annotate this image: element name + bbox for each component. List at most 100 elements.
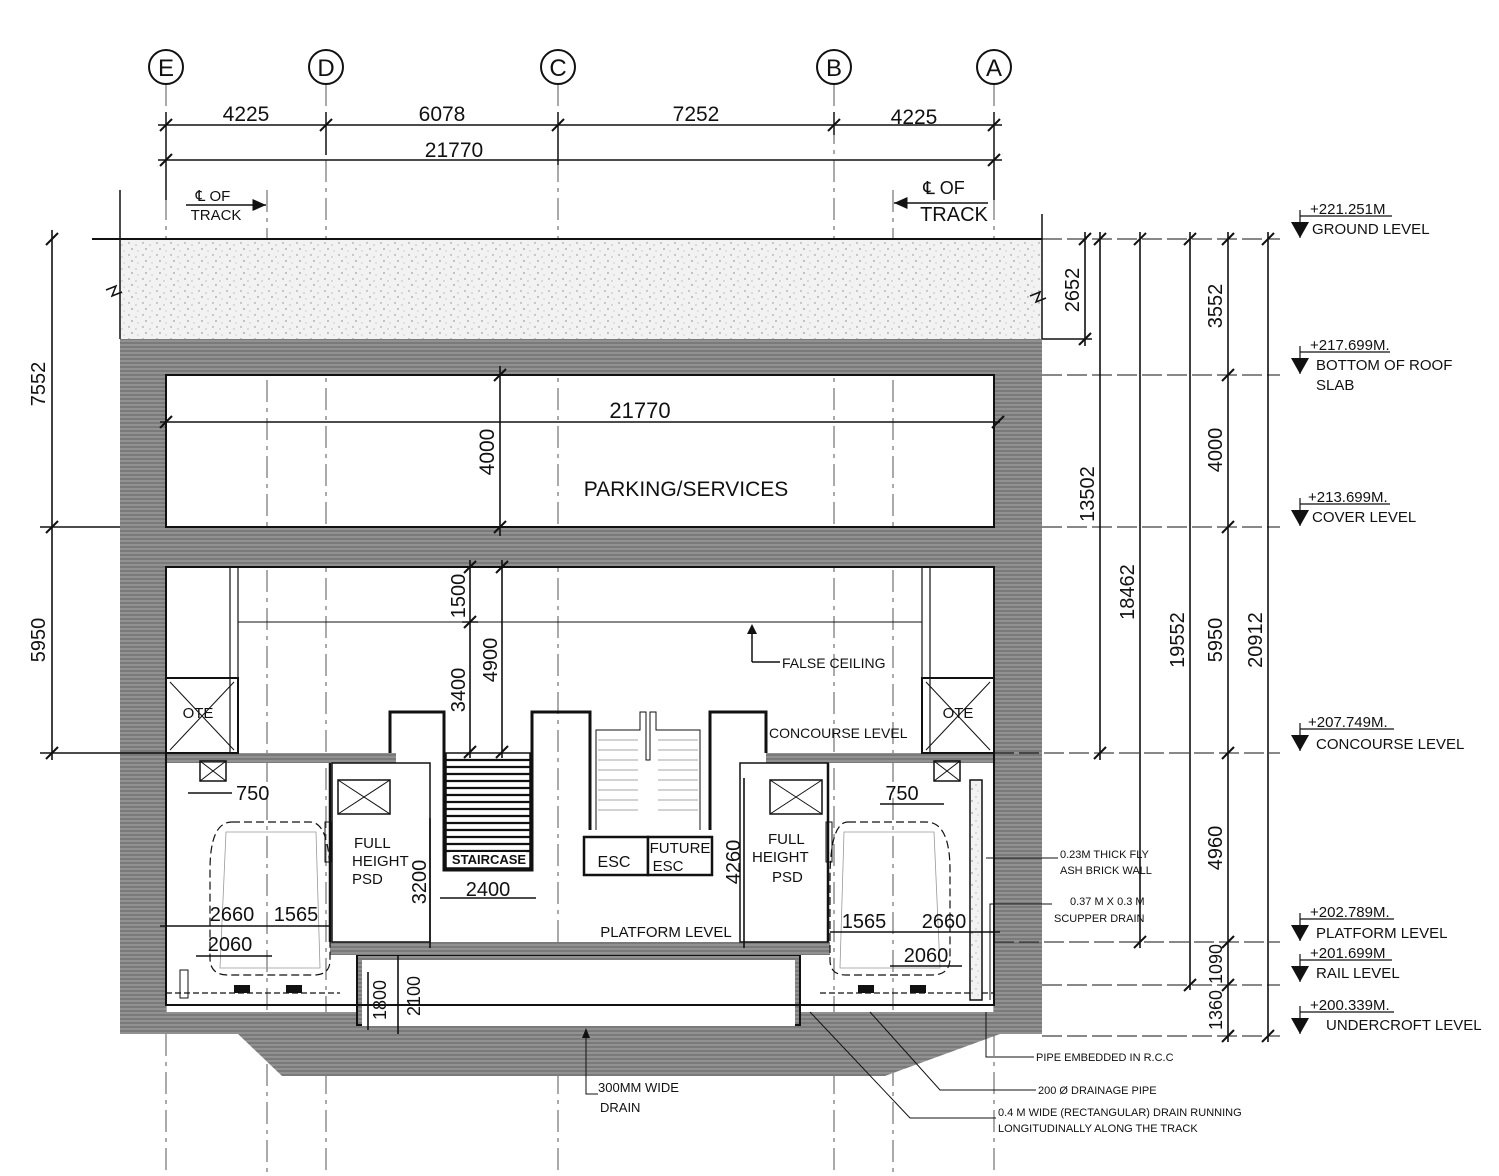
dim-750-right: 750 (885, 783, 918, 805)
future-escalator-box (646, 835, 714, 877)
left-dimension-chain: 7552 5950 (28, 230, 166, 760)
dim-2100: 2100 (404, 976, 424, 1016)
track-centre-left: ℄ OF TRACK (186, 188, 266, 224)
dim-bay-d-c: 6078 (419, 103, 466, 126)
dim-bay-e-d: 4225 (223, 103, 270, 126)
dim-13502: 13502 (1077, 466, 1099, 522)
svg-text:+207.749M.: +207.749M. (1308, 714, 1388, 731)
dim-2400: 2400 (466, 879, 511, 901)
level-platform: +202.789M. PLATFORM LEVEL (1291, 904, 1447, 942)
svg-text:UNDERCROFT LEVEL: UNDERCROFT LEVEL (1326, 1017, 1482, 1034)
note-drainage-pipe: 200 Ø DRAINAGE PIPE (869, 1011, 1157, 1097)
grid-label-d: D (317, 55, 334, 82)
svg-text:TRACK: TRACK (191, 207, 242, 224)
train-left (166, 821, 340, 999)
grid-label-e: E (158, 55, 174, 82)
platform-dims-left: 750 2660 1565 2060 FULL HEIGHT PSD 3200 … (160, 783, 536, 957)
dim-3400: 3400 (448, 668, 470, 713)
svg-text:DRAIN: DRAIN (600, 1100, 640, 1115)
level-concourse: +207.749M. CONCOURSE LEVEL (1291, 714, 1464, 753)
grid-label-b: B (826, 55, 842, 82)
note-scupper-drain: 0.37 M X 0.3 M SCUPPER DRAIN (989, 896, 1145, 1000)
svg-text:+221.251M: +221.251M (1310, 201, 1385, 218)
dim-4900: 4900 (480, 638, 502, 683)
svg-text:PSD: PSD (772, 869, 803, 886)
svg-text:0.23M THICK FLY: 0.23M THICK FLY (1060, 849, 1150, 861)
svg-text:℄ OF: ℄ OF (195, 188, 231, 205)
dim-4960: 4960 (1205, 826, 1227, 871)
staircase: STAIRCASE (445, 752, 531, 869)
escalators: ESC FUTURE ESC (582, 711, 714, 877)
future-esc-label-2: ESC (653, 858, 684, 875)
dim-roof-height: 4000 (476, 429, 499, 476)
dim-overall-width: 21770 (425, 139, 483, 162)
dim-18462: 18462 (1117, 564, 1139, 620)
parking-services-label: PARKING/SERVICES (584, 478, 789, 501)
svg-text:PLATFORM LEVEL: PLATFORM LEVEL (1316, 925, 1447, 942)
false-ceiling-label: FALSE CEILING (782, 655, 885, 671)
train-right (820, 779, 994, 1001)
dim-1090: 1090 (1206, 944, 1226, 984)
level-roof-slab: +217.699M. BOTTOM OF ROOF SLAB (1291, 337, 1452, 394)
svg-text:+217.699M.: +217.699M. (1310, 337, 1390, 354)
svg-text:+200.339M.: +200.339M. (1310, 997, 1390, 1014)
psd-label-right: FULL HEIGHT PSD (752, 831, 809, 886)
dim-3200: 3200 (409, 860, 431, 905)
dim-750-left: 750 (236, 783, 269, 805)
svg-text:SLAB: SLAB (1316, 377, 1354, 394)
dim-2060-right: 2060 (904, 945, 949, 967)
platform-level-label: PLATFORM LEVEL (600, 924, 731, 941)
level-undercroft: +200.339M. UNDERCROFT LEVEL (1291, 997, 1482, 1034)
svg-text:ASH BRICK WALL: ASH BRICK WALL (1060, 865, 1152, 877)
dim-1565-right: 1565 (842, 911, 887, 933)
dim-1360: 1360 (1206, 990, 1226, 1030)
grid-bubbles: E D C B A (148, 49, 1012, 85)
undercroft-dims: 1800 2100 (367, 955, 424, 1034)
soil-backfill (92, 190, 1047, 339)
dim-2060-left: 2060 (208, 934, 253, 956)
future-esc-label-1: FUTURE (650, 840, 711, 857)
grid-label-a: A (986, 55, 1002, 82)
svg-text:+213.699M.: +213.699M. (1308, 489, 1388, 506)
svg-text:CONCOURSE LEVEL: CONCOURSE LEVEL (1316, 736, 1464, 753)
dim-roof-span: 21770 (609, 398, 670, 423)
roof-level-dims: 21770 4000 PARKING/SERVICES (159, 366, 1005, 536)
dim-2652: 2652 (1062, 268, 1084, 313)
dim-3552: 3552 (1205, 284, 1227, 329)
dim-20912: 20912 (1245, 612, 1267, 668)
platform-dims-right: 4260 FULL HEIGHT PSD 750 1565 2660 2060 … (600, 778, 1000, 967)
svg-text:COVER LEVEL: COVER LEVEL (1312, 509, 1416, 526)
dim-4260: 4260 (723, 840, 745, 885)
dim-5950-right: 5950 (1205, 618, 1227, 663)
dim-1500: 1500 (448, 574, 470, 619)
rcc-box-structure (120, 339, 1042, 1076)
svg-text:FULL: FULL (768, 831, 805, 848)
note-300mm-drain: 300MM WIDE DRAIN (582, 1028, 679, 1115)
svg-text:300MM WIDE: 300MM WIDE (598, 1080, 679, 1095)
dim-4000-right: 4000 (1205, 428, 1227, 473)
svg-text:PSD: PSD (352, 871, 383, 888)
dim-2660-left: 2660 (210, 904, 255, 926)
dim-1800: 1800 (370, 980, 390, 1020)
right-dimension-chains: 2652 13502 18462 19552 3552 4000 5950 49… (994, 232, 1280, 1043)
concourse-dims: 1500 4900 3400 (448, 560, 510, 759)
note-rectangular-drain: 0.4 M WIDE (RECTANGULAR) DRAIN RUNNING L… (809, 1011, 1242, 1135)
svg-text:PIPE EMBEDDED IN R.C.C: PIPE EMBEDDED IN R.C.C (1036, 1052, 1174, 1064)
grid-label-c: C (549, 55, 566, 82)
svg-text:+201.699M: +201.699M (1310, 945, 1385, 962)
svg-text:+202.789M.: +202.789M. (1310, 904, 1390, 921)
svg-text:0.4 M WIDE (RECTANGULAR) DRAIN: 0.4 M WIDE (RECTANGULAR) DRAIN RUNNING (998, 1107, 1242, 1119)
level-cover: +213.699M. COVER LEVEL (1291, 489, 1416, 526)
svg-text:BOTTOM OF ROOF: BOTTOM OF ROOF (1316, 357, 1452, 374)
svg-text:200 Ø DRAINAGE PIPE: 200 Ø DRAINAGE PIPE (1038, 1085, 1157, 1097)
staircase-label: STAIRCASE (452, 852, 526, 867)
dim-bay-c-b: 7252 (673, 103, 720, 126)
ote-duct-right (921, 677, 995, 754)
platform-screen-doors (324, 763, 833, 942)
level-rail: +201.699M RAIL LEVEL (1291, 945, 1400, 982)
svg-text:TRACK: TRACK (920, 204, 988, 226)
svg-text:GROUND LEVEL: GROUND LEVEL (1312, 221, 1430, 238)
svg-text:SCUPPER DRAIN: SCUPPER DRAIN (1054, 913, 1145, 925)
